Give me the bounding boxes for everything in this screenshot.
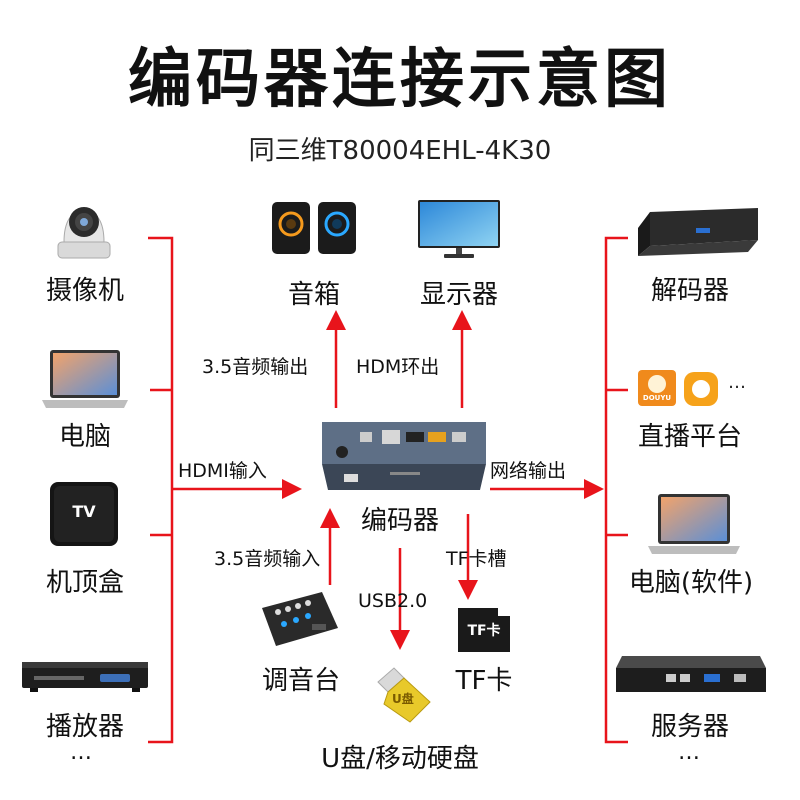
page-title: 编码器连接示意图 <box>128 43 672 117</box>
usb-drive-icon: U盘 <box>370 664 434 726</box>
top-label-monitor: 显示器 <box>419 280 498 310</box>
top-label-speakers: 音箱 <box>287 280 340 310</box>
label-audio-input: 3.5音频输入 <box>214 548 321 570</box>
input-label-camera: 摄像机 <box>45 276 124 306</box>
label-network-output: 网络输出 <box>490 460 567 482</box>
input-bracket <box>148 236 174 744</box>
output-bracket <box>604 236 628 744</box>
speakers-icon <box>268 198 360 258</box>
label-usb: USB2.0 <box>358 590 428 612</box>
usb-drive-badge: U盘 <box>392 692 414 706</box>
tf-card-text: TF卡 <box>467 623 501 639</box>
output-label-pc-software: 电脑(软件) <box>628 568 754 598</box>
tv-box-text: TV <box>72 502 96 521</box>
platform-more: … <box>728 372 746 393</box>
output-label-decoder: 解码器 <box>650 276 729 306</box>
center-label-encoder: 编码器 <box>360 506 439 536</box>
label-tf-slot: TF卡槽 <box>446 548 507 570</box>
encoder-icon <box>320 418 488 492</box>
live-platform-icon: DOUYU … <box>636 368 756 408</box>
server-icon <box>614 652 768 700</box>
tv-box-icon: TV <box>46 478 122 550</box>
platform-badge: DOUYU <box>642 394 672 402</box>
dvd-player-icon <box>20 656 150 696</box>
monitor-icon <box>414 198 504 260</box>
label-hdmi-input: HDMI输入 <box>178 460 267 482</box>
outputs-more: … <box>678 740 702 765</box>
input-label-player: 播放器 <box>45 712 124 742</box>
bottom-label-mixer: 调音台 <box>261 666 340 696</box>
output-label-server: 服务器 <box>650 712 729 742</box>
ptz-camera-icon <box>48 192 120 260</box>
laptop-icon <box>646 490 742 560</box>
bottom-label-usb: U盘/移动硬盘 <box>321 744 479 774</box>
label-audio-output: 3.5音频输出 <box>202 356 309 378</box>
input-label-laptop: 电脑 <box>58 422 111 452</box>
laptop-icon <box>40 346 130 412</box>
inputs-more: … <box>70 740 94 765</box>
tf-card-icon: TF卡 <box>454 606 514 654</box>
bottom-label-tf: TF卡 <box>455 666 513 696</box>
input-label-tvbox: 机顶盒 <box>45 568 124 598</box>
label-hdmi-loop: HDM环出 <box>356 356 440 378</box>
model-subtitle: 同三维T80004EHL-4K30 <box>248 136 552 166</box>
mixer-icon <box>256 588 342 650</box>
decoder-icon <box>636 206 762 260</box>
output-label-live: 直播平台 <box>637 422 742 452</box>
